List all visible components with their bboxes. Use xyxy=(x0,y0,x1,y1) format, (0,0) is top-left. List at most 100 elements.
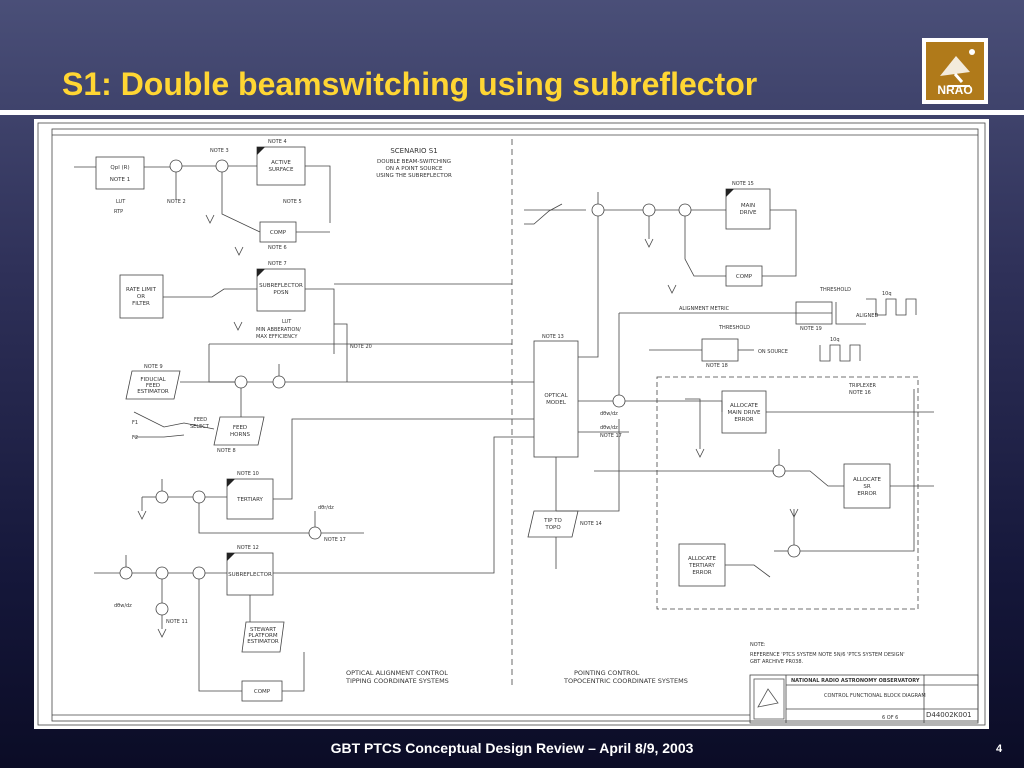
note-15: NOTE 15 xyxy=(732,181,754,187)
dadx4-label: dθw/dz xyxy=(600,425,618,431)
allocate-tertiary-3: ERROR xyxy=(692,570,711,576)
optical-model-2: MODEL xyxy=(546,400,567,406)
block-fiducial xyxy=(125,370,181,400)
main-drive-1: MAIN xyxy=(741,203,755,209)
tip-to-topo-2: TOPO xyxy=(544,525,561,531)
scenario-desc-1: DOUBLE BEAM-SWITCHING xyxy=(377,159,451,165)
dadx3-label: dθw/dz xyxy=(600,411,618,417)
qpl-note: NOTE 1 xyxy=(110,177,131,183)
title-block-number: D44002K001 xyxy=(926,711,972,719)
note-10: NOTE 10 xyxy=(237,471,259,477)
active-surface-1: ACTIVE xyxy=(271,160,291,166)
title-rule xyxy=(0,110,1024,115)
triplexer-1: TRIPLEXER xyxy=(848,383,877,389)
title-block-logo-icon xyxy=(753,678,785,720)
nrao-logo: NRAO xyxy=(922,38,988,104)
note-6: NOTE 6 xyxy=(268,245,287,251)
subreflector-posn-2: POSN xyxy=(273,290,288,296)
optical-alignment-2: TIPPING COORDINATE SYSTEMS xyxy=(345,677,449,685)
triplexer-2: NOTE 16 xyxy=(849,390,871,396)
feed-horns-2: HORNS xyxy=(230,432,250,438)
main-drive-2: DRIVE xyxy=(740,210,757,216)
note-3: NOTE 3 xyxy=(210,148,229,154)
block-active-surface xyxy=(256,146,306,186)
block-subreflector-posn xyxy=(256,268,306,312)
note-17: NOTE 17 xyxy=(600,433,622,439)
allocate-sr-1: ALLOCATE xyxy=(853,477,882,483)
page-number: 4 xyxy=(996,743,1003,755)
fiducial-3: ESTIMATOR xyxy=(137,389,169,395)
stewart-2: PLATFORM xyxy=(248,633,278,639)
min-aberration-2: MAX EFFICIENCY xyxy=(256,334,298,340)
note-7: NOTE 7 xyxy=(268,261,287,267)
lut-label: LUT xyxy=(116,199,126,205)
scenario-desc-3: USING THE SUBREFLECTOR xyxy=(376,173,452,179)
slide-title: S1: Double beamswitching using subreflec… xyxy=(62,66,758,102)
note-19: NOTE 19 xyxy=(800,326,822,332)
alignment-metric: ALIGNMENT METRIC xyxy=(679,306,730,312)
scenario-title: SCENARIO S1 xyxy=(390,147,437,155)
allocate-main-3: ERROR xyxy=(734,417,753,423)
allocate-tertiary-1: ALLOCATE xyxy=(688,556,717,562)
note-9: NOTE 9 xyxy=(144,364,163,370)
note-5: NOTE 5 xyxy=(283,199,302,205)
rate-limit-3: FILTER xyxy=(132,301,150,307)
pointing-control-1: POINTING CONTROL xyxy=(574,669,640,677)
diagram-canvas: SCENARIO S1 DOUBLE BEAM-SWITCHING ON A P… xyxy=(37,122,986,726)
block-threshold2 xyxy=(701,338,739,362)
aligned-label: ALIGNED xyxy=(856,313,878,319)
block-optical-model xyxy=(533,340,579,458)
threshold-1: THRESHOLD xyxy=(819,287,851,293)
allocate-sr-2: SR xyxy=(863,484,870,490)
active-surface-2: SURFACE xyxy=(269,167,295,173)
comp-right-label: COMP xyxy=(736,274,753,280)
note-14: NOTE 14 xyxy=(580,521,602,527)
stewart-3: ESTIMATOR xyxy=(247,639,279,645)
rate-limit-2: OR xyxy=(137,294,145,300)
note-4: NOTE 4 xyxy=(268,139,287,145)
note-13: NOTE 13 xyxy=(542,334,564,340)
subreflector-label: SUBREFLECTOR xyxy=(228,572,272,578)
note-20: NOTE 20 xyxy=(350,344,372,350)
subreflector-posn-1: SUBREFLECTOR xyxy=(259,283,303,289)
fiducial-2: FEED xyxy=(146,383,160,389)
comp1-label: COMP xyxy=(270,230,287,236)
note-18: NOTE 18 xyxy=(706,363,728,369)
block-feed-horns xyxy=(213,416,265,446)
tip-to-topo-1: TIP TO xyxy=(543,518,562,524)
f2-label: F2 xyxy=(132,435,138,441)
slide-footer: GBT PTCS Conceptual Design Review – Apri… xyxy=(330,740,694,756)
optical-alignment-1: OPTICAL ALIGNMENT CONTROL xyxy=(346,669,448,677)
block-main-drive xyxy=(725,188,771,230)
threshold-2: THRESHOLD xyxy=(718,325,750,331)
block-diagram: SCENARIO S1 DOUBLE BEAM-SWITCHING ON A P… xyxy=(34,119,989,729)
note-header: NOTE: xyxy=(750,642,766,648)
radio-telescope-icon xyxy=(940,49,975,87)
allocate-tertiary-2: TERTIARY xyxy=(688,563,715,569)
logo-text: NRAO xyxy=(937,83,973,97)
comp-bottom-label: COMP xyxy=(254,689,271,695)
tenq-2: 10q xyxy=(830,337,840,343)
qpl-label: Qpl (R) xyxy=(110,165,129,171)
tenq-1: 10q xyxy=(882,291,892,297)
block-qpl xyxy=(95,156,145,190)
tertiary-label: TERTIARY xyxy=(236,497,263,503)
block-stewart xyxy=(241,621,285,653)
rtp-label: RTP xyxy=(114,209,123,215)
dadx2-label: dθw/dz xyxy=(114,603,132,609)
note-17b: NOTE 17 xyxy=(324,537,346,543)
pointing-control-2: TOPOCENTRIC COORDINATE SYSTEMS xyxy=(563,677,688,685)
title-block-drawing: CONTROL FUNCTIONAL BLOCK DIAGRAM xyxy=(824,693,926,699)
block-rate-limit xyxy=(119,274,164,319)
feed-horns-1: FEED xyxy=(233,425,247,431)
optical-model-1: OPTICAL xyxy=(544,393,568,399)
reference-2: GBT ARCHIVE PR038. xyxy=(750,659,804,665)
scenario-desc-2: ON A POINT SOURCE xyxy=(386,166,443,172)
feed-select-1: FEED xyxy=(194,417,207,423)
f1-label: F1 xyxy=(132,420,138,426)
reference-1: REFERENCE 'PTCS SYSTEM NOTE 5N/6 'PTCS S… xyxy=(750,652,905,658)
note-8: NOTE 8 xyxy=(217,448,236,454)
note-11: NOTE 11 xyxy=(166,619,188,625)
note-12: NOTE 12 xyxy=(237,545,259,551)
block-tip-to-topo xyxy=(527,510,579,538)
